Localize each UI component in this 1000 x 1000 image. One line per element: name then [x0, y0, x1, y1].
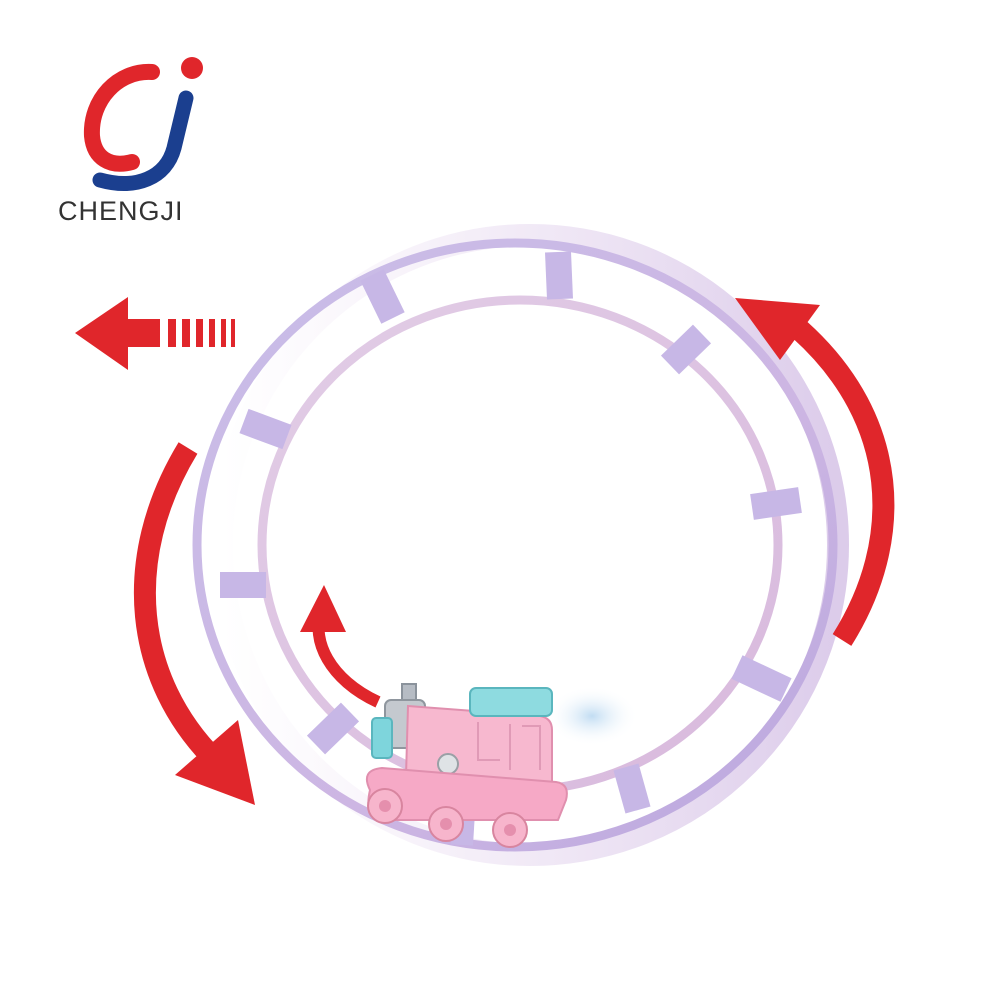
loop-track-ring-icon	[192, 224, 849, 866]
toy-train-icon	[366, 683, 568, 848]
red-curved-arrow-clockwise-icon	[735, 298, 895, 646]
red-small-curved-arrow-icon	[300, 585, 381, 708]
cj-monogram-logo-icon	[83, 57, 203, 191]
red-curved-arrow-counterclockwise-icon	[133, 442, 255, 805]
motion-blur	[546, 686, 638, 746]
brand-name: CHENGJI	[58, 196, 184, 226]
red-arrow-left-icon	[75, 297, 235, 370]
